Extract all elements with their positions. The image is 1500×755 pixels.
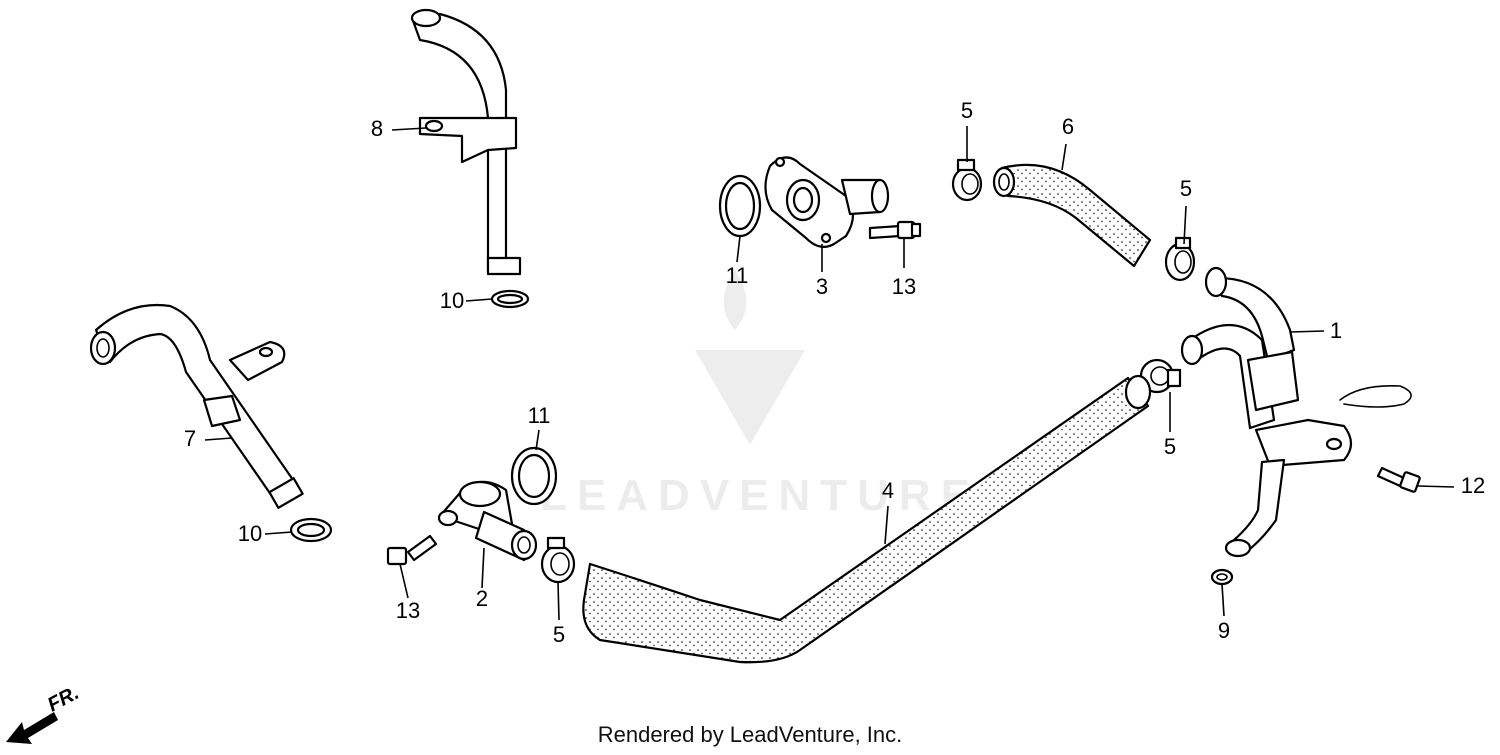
part-13-bolt-upper[interactable] xyxy=(868,220,922,240)
part-11-oring-upper[interactable] xyxy=(718,174,762,238)
callout-5-c: 5 xyxy=(1164,434,1176,459)
part-12-bolt[interactable] xyxy=(1376,466,1421,493)
part-5-clamp-b[interactable] xyxy=(1164,236,1196,282)
watermark: LEADVENTURE xyxy=(540,270,980,520)
callout-13-upper: 13 xyxy=(892,274,916,299)
callout-11-lower: 11 xyxy=(528,403,551,428)
part-10-washer-lower[interactable] xyxy=(289,517,333,543)
part-3-housing[interactable] xyxy=(764,156,890,249)
callout-8: 8 xyxy=(371,116,383,141)
part-10-washer-upper[interactable] xyxy=(490,289,530,309)
callouts: 8 10 7 10 11 3 13 5 6 5 1 5 4 11 2 13 5 … xyxy=(184,98,1485,647)
part-9-washer[interactable] xyxy=(1210,568,1234,586)
callout-3: 3 xyxy=(816,274,828,299)
callout-5-a: 5 xyxy=(961,98,973,123)
callout-4: 4 xyxy=(882,478,894,503)
callout-5-b: 5 xyxy=(1180,176,1192,201)
callout-12: 12 xyxy=(1461,473,1485,498)
part-8-pipe[interactable] xyxy=(410,8,522,276)
callout-11-upper: 11 xyxy=(726,263,749,288)
callout-9: 9 xyxy=(1218,618,1230,643)
part-1-pipe-assembly[interactable] xyxy=(1180,266,1412,558)
callout-1: 1 xyxy=(1330,318,1342,343)
part-13-bolt-lower[interactable] xyxy=(386,534,438,566)
part-4-hose[interactable] xyxy=(582,374,1152,664)
part-5-clamp-a[interactable] xyxy=(951,158,983,202)
part-11-oring-lower[interactable] xyxy=(510,446,558,506)
callout-10-lower: 10 xyxy=(238,521,262,546)
callout-7: 7 xyxy=(184,426,196,451)
callout-6: 6 xyxy=(1062,114,1074,139)
part-7-pipe[interactable] xyxy=(89,303,304,509)
credit-text: Rendered by LeadVenture, Inc. xyxy=(597,722,903,747)
callout-5-d: 5 xyxy=(553,622,565,647)
part-2-housing[interactable] xyxy=(437,480,538,562)
callout-13-lower: 13 xyxy=(396,598,420,623)
part-6-hose[interactable] xyxy=(992,163,1152,268)
leader-lines xyxy=(204,126,1455,621)
watermark-text: LEADVENTURE xyxy=(540,471,980,520)
part-5-clamp-d[interactable] xyxy=(540,536,576,584)
callout-2: 2 xyxy=(476,586,488,611)
fr-label: FR. xyxy=(44,682,83,717)
callout-10-upper: 10 xyxy=(440,288,464,313)
